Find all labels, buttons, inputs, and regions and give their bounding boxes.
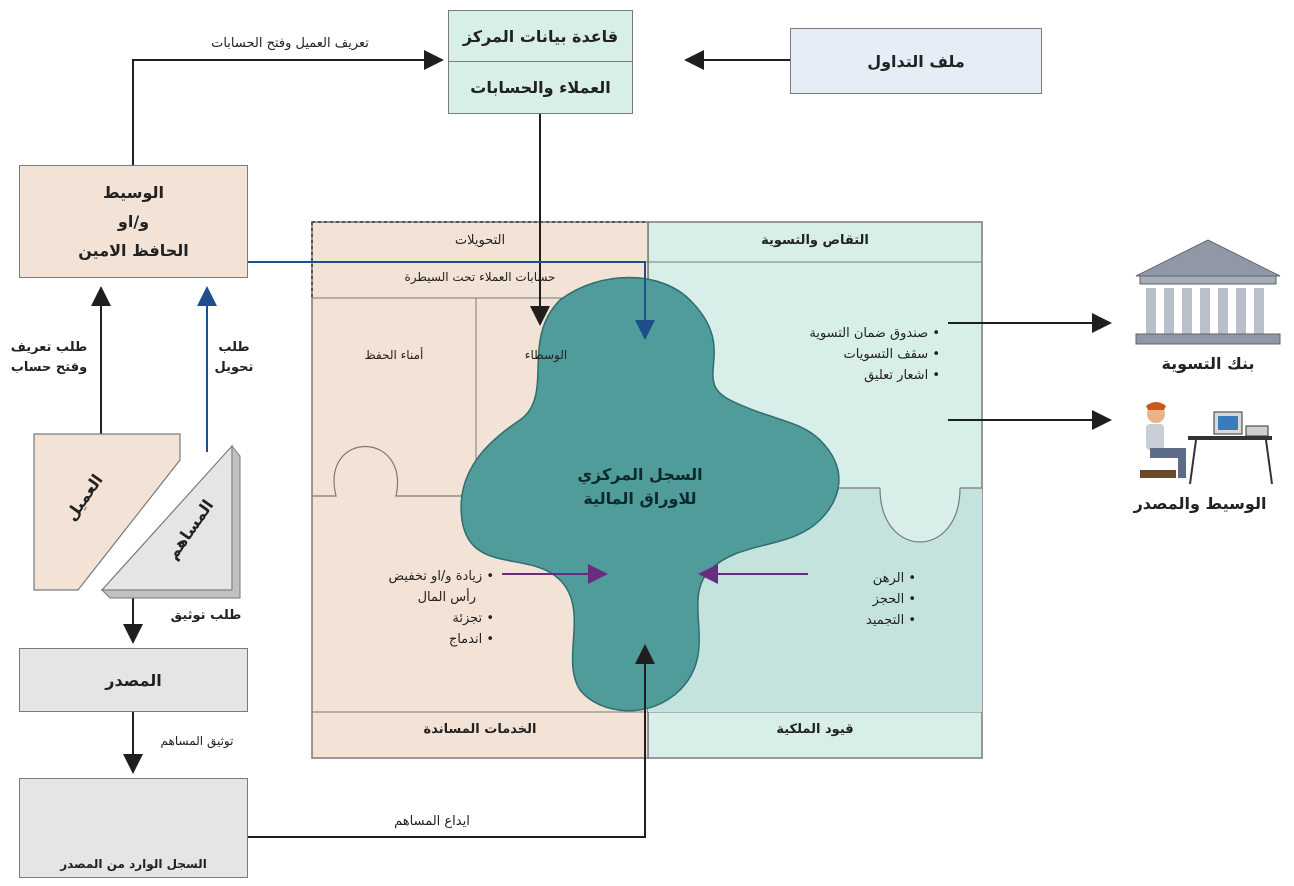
certify-shareholder-label: توثيق المساهم	[160, 734, 234, 748]
restriction-bullet: الرهن	[810, 568, 916, 589]
support-bullet: اندماج	[318, 629, 494, 650]
custodians-header: أمناء الحفظ	[364, 348, 424, 362]
ownership-restrictions-header: قيود الملكية	[776, 722, 854, 737]
trading-file-box: ملف التداول	[790, 28, 1042, 94]
deposit-shareholder-label: ايداع المساهم	[394, 814, 470, 829]
central-registry-line1: السجل المركزي	[577, 465, 703, 484]
bank-building-icon	[1135, 239, 1281, 345]
support-bullet: زيادة و/او تخفيض	[318, 566, 494, 587]
central-registry-label: السجل المركزي للاوراق المالية	[540, 463, 740, 511]
central-registry-line2: للاوراق المالية	[583, 489, 697, 508]
support-bullets: زيادة و/او تخفيض رأس المال تجزئة اندماج	[318, 566, 494, 650]
support-services-header: الخدمات المساندة	[423, 722, 537, 737]
request-account-label: طلب تعريف وفتح حساب	[6, 338, 92, 378]
brokers-header: الوسطاء	[524, 348, 568, 362]
request-transfer-label: طلب تحويل	[212, 338, 256, 378]
request-transfer-line1: طلب	[218, 340, 250, 355]
issuer-box: المصدر	[19, 648, 248, 712]
and-or-label: و/او	[117, 212, 150, 231]
trading-file-label: ملف التداول	[867, 51, 965, 71]
clearing-bullet: اشعار تعليق	[700, 365, 940, 386]
central-database-top: قاعدة بيانات المركز	[448, 10, 633, 62]
broker-issuer-label: الوسيط والمصدر	[1133, 494, 1267, 513]
central-database-bottom: العملاء والحسابات	[448, 61, 633, 114]
request-certify-label: طلب توثيق	[170, 608, 242, 623]
support-bullet: تجزئة	[318, 608, 494, 629]
request-account-line2: وفتح حساب	[10, 360, 88, 375]
transfers-header: التحويلات	[454, 233, 506, 248]
define-client-label: تعريف العميل وفتح الحسابات	[211, 36, 369, 51]
clearing-bullet: سقف التسويات	[700, 344, 940, 365]
custodian-label: الحافظ الامين	[78, 241, 189, 260]
broker-label: الوسيط	[103, 183, 164, 202]
clearing-bullets: صندوق ضمان التسوية سقف التسويات اشعار تع…	[700, 323, 940, 386]
client-shape	[33, 433, 181, 591]
central-database-title: قاعدة بيانات المركز	[462, 26, 619, 46]
person-computer-icon	[1140, 402, 1273, 485]
issuer-register-box: السجل الوارد من المصدر	[19, 778, 248, 878]
request-account-line1: طلب تعريف	[10, 340, 88, 355]
clearing-bullet: صندوق ضمان التسوية	[700, 323, 940, 344]
issuer-label: المصدر	[105, 670, 162, 690]
settlement-bank-label: بنك التسوية	[1161, 354, 1255, 373]
restriction-bullet: الحجز	[810, 589, 916, 610]
controlled-accounts-header: حسابات العملاء تحت السيطرة	[404, 270, 556, 284]
issuer-register-label: السجل الوارد من المصدر	[60, 857, 207, 871]
clearing-header: التقاص والتسوية	[761, 233, 869, 248]
broker-custodian-box: الوسيط و/او الحافظ الامين	[19, 165, 248, 278]
request-transfer-line2: تحويل	[214, 360, 254, 375]
support-bullet-continued: رأس المال	[318, 587, 494, 608]
clients-accounts-label: العملاء والحسابات	[470, 78, 611, 97]
restriction-bullet: التجميد	[810, 610, 916, 631]
support-bullet-text: رأس المال	[417, 590, 476, 605]
restriction-bullets: الرهن الحجز التجميد	[810, 568, 916, 631]
